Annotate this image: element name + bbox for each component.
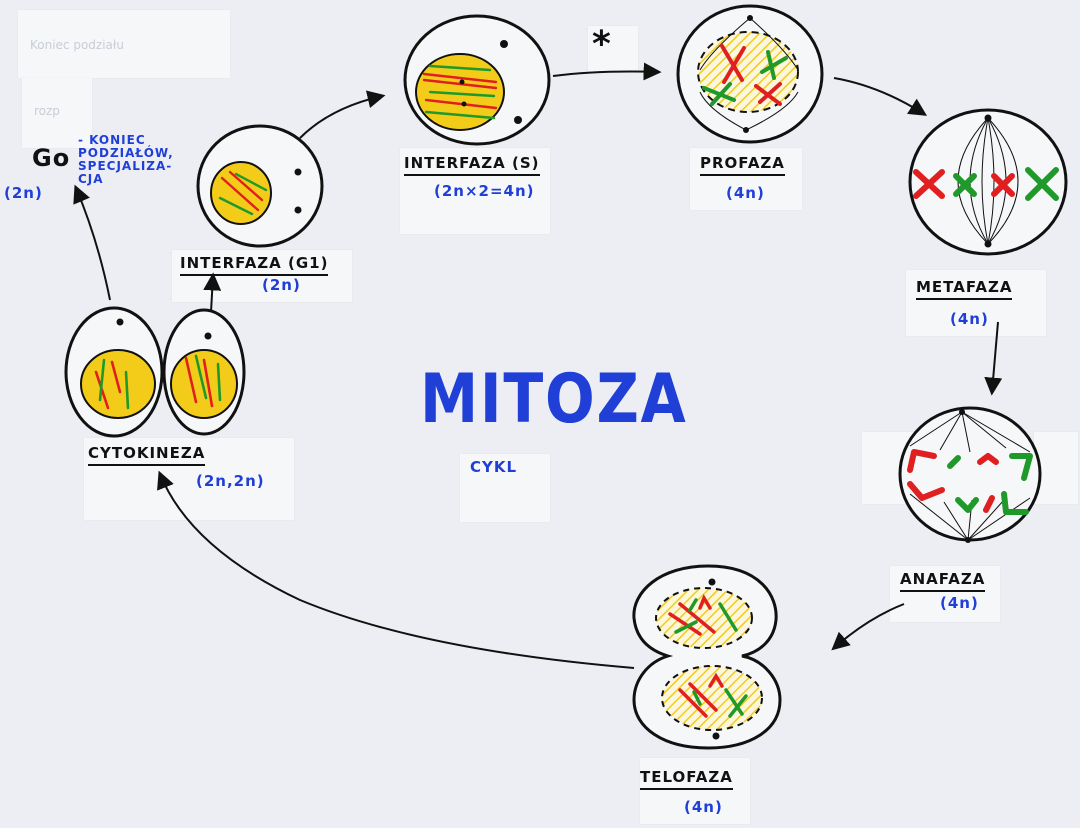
diagram-title: MITOZA — [420, 360, 688, 439]
stage-label-telofaza: TELOFAZA — [640, 768, 733, 790]
nucleus-bottom — [661, 665, 763, 731]
arrow-s-to-profaza — [552, 62, 662, 81]
cell-interfaza-s — [403, 14, 551, 146]
cell-cytokineza-right — [162, 308, 246, 436]
stage-ploidy-anafaza: (4n) — [940, 594, 979, 612]
g0-ploidy: (2n) — [4, 184, 43, 202]
stage-label-metafaza: METAFAZA — [916, 278, 1013, 300]
cell-metafaza — [908, 108, 1068, 256]
stage-label-profaza: PROFAZA — [700, 154, 785, 176]
arrow-g1-to-s — [299, 90, 386, 139]
paper-patch — [172, 250, 352, 302]
arrow-metafaza-to-anafaza — [984, 321, 1003, 396]
arrow-anafaza-to-telofaza — [831, 603, 905, 651]
cycle-arrows — [73, 62, 1003, 669]
stage-ploidy-metafaza: (4n) — [950, 310, 989, 328]
g0-label: Go — [32, 144, 71, 172]
stage-ploidy-telofaza: (4n) — [684, 798, 723, 816]
paper-patch — [1034, 432, 1078, 504]
cell-interfaza-g1 — [196, 124, 324, 248]
cell-profaza — [676, 4, 824, 144]
paper-patch — [588, 26, 638, 72]
faded-erased-text: Koniec podziału — [30, 38, 124, 52]
s-phase-asterisk: * — [592, 24, 612, 65]
stage-label-anafaza: ANAFAZA — [900, 570, 986, 592]
cell-telofaza — [632, 564, 782, 750]
nucleus — [210, 161, 272, 225]
nucleus — [415, 53, 505, 131]
stage-label-interfaza-g1: INTERFAZA (G1) — [180, 254, 329, 276]
stage-label-cytokineza: CYTOKINEZA — [88, 444, 206, 466]
paper-patch — [400, 148, 550, 234]
paper-patch — [84, 438, 294, 520]
paper-patch — [890, 566, 1000, 622]
stage-ploidy-interfaza-g1: (2n) — [262, 276, 301, 294]
paper-patch — [640, 758, 750, 824]
g0-note: - KONIEC PODZIAŁÓW, SPECJALIZA- CJA — [78, 133, 174, 186]
paper-patch — [906, 270, 1046, 336]
arrow-cytokineza-to-g0 — [73, 184, 111, 301]
cell-cytokineza-left — [64, 306, 164, 438]
cell-anafaza — [898, 406, 1042, 543]
stage-ploidy-profaza: (4n) — [726, 184, 765, 202]
arrow-telofaza-to-cytokineza — [157, 470, 635, 669]
paper-patch — [22, 78, 92, 148]
paper-patch — [690, 148, 802, 210]
faded-erased-text: rozp — [34, 104, 60, 118]
paper-patch — [18, 10, 230, 78]
diagram-subtitle: CYKL — [470, 458, 518, 476]
arrow-profaza-to-metafaza — [833, 77, 928, 116]
stage-ploidy-interfaza-s: (2n×2=4n) — [434, 182, 535, 200]
stage-ploidy-cytokineza: (2n,2n) — [196, 472, 265, 490]
stage-label-interfaza-s: INTERFAZA (S) — [404, 154, 540, 176]
paper-patch — [460, 454, 550, 522]
